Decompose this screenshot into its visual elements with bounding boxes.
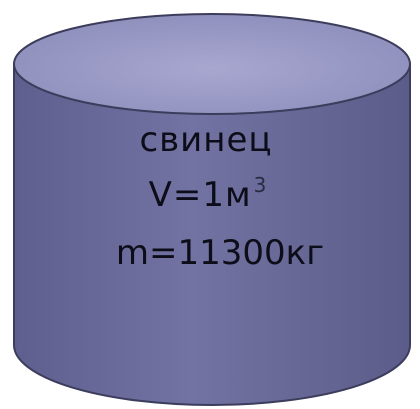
cylinder-top [13,13,411,115]
volume-exponent: 3 [253,173,268,197]
material-label: свинец [139,120,273,160]
mass-label: m=11300кг [115,233,325,273]
cylinder-body [13,63,411,406]
volume-value: V=1м [148,175,252,215]
